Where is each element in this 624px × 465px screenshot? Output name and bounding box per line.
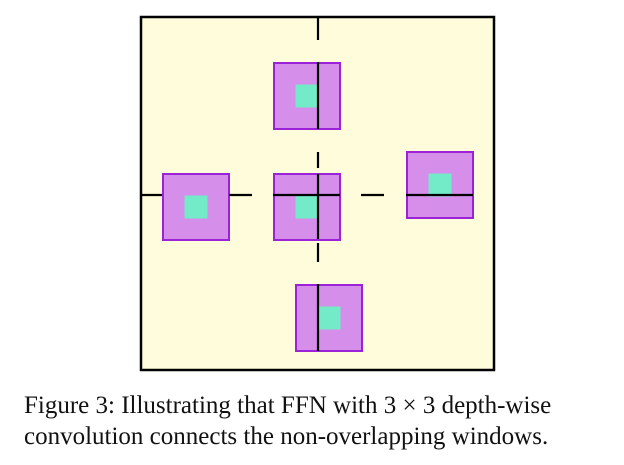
window-bottom-center-cell	[317, 306, 341, 330]
window-top	[273, 62, 341, 130]
figure-caption: Figure 3: Illustrating that FFN with 3 ×…	[24, 390, 614, 452]
window-partition-lines	[141, 17, 473, 351]
window-left	[162, 173, 230, 241]
window-center-center-cell	[295, 195, 319, 219]
window-center	[273, 173, 341, 241]
caption-line-1: Figure 3: Illustrating that FFN with 3 ×…	[24, 390, 614, 421]
caption-line-2: convolution connects the non-overlapping…	[24, 423, 549, 450]
caption-text-1: Illustrating that FFN with 3 × 3 depth-w…	[121, 392, 552, 419]
window-left-center-cell	[184, 195, 208, 219]
window-right	[406, 151, 474, 219]
caption-figure-label: Figure 3:	[24, 392, 122, 419]
window-connectivity-diagram	[139, 15, 496, 372]
window-right-center-cell	[428, 173, 452, 197]
window-top-center-cell	[295, 84, 319, 108]
window-group	[162, 62, 474, 352]
window-bottom	[295, 284, 363, 352]
